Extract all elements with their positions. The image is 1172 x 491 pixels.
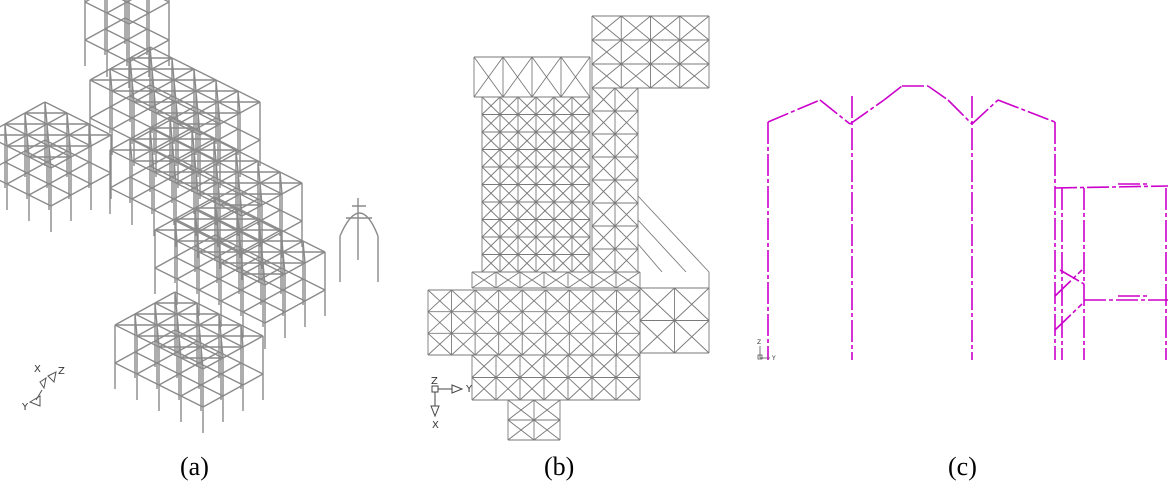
- panel-a-axis-triad: X Z Y: [21, 364, 65, 413]
- caption-a: (a): [180, 452, 209, 481]
- caption-b: (b): [544, 452, 575, 481]
- axis-label-y: Y: [771, 355, 776, 362]
- axis-label-y: Y: [465, 384, 473, 395]
- panel-b-axis-triad: Z Y X: [430, 376, 473, 431]
- caption-c: (c): [948, 452, 977, 481]
- axis-label-x: X: [432, 420, 439, 431]
- isometric-frame-members: [0, 0, 379, 433]
- plan-view-mesh: [427, 15, 710, 441]
- panel-c-axis-triad: Z Y: [757, 339, 776, 362]
- axis-label-z: Z: [58, 366, 65, 377]
- panel-b-svg: Z Y X: [427, 15, 710, 441]
- axis-label-x: X: [34, 364, 41, 375]
- panel-a-isometric-frame: X Z Y: [0, 0, 395, 445]
- axis-label-z: Z: [757, 339, 761, 346]
- axis-label-z: Z: [431, 376, 438, 387]
- panel-a-svg: X Z Y: [0, 0, 379, 433]
- panel-c-elevation-section: Z Y: [740, 0, 1172, 445]
- elevation-section-lines: [767, 85, 1169, 360]
- panel-b-plan-view: Z Y X: [420, 0, 720, 445]
- panel-c-svg: Z Y: [757, 85, 1169, 362]
- axis-label-y: Y: [21, 402, 29, 413]
